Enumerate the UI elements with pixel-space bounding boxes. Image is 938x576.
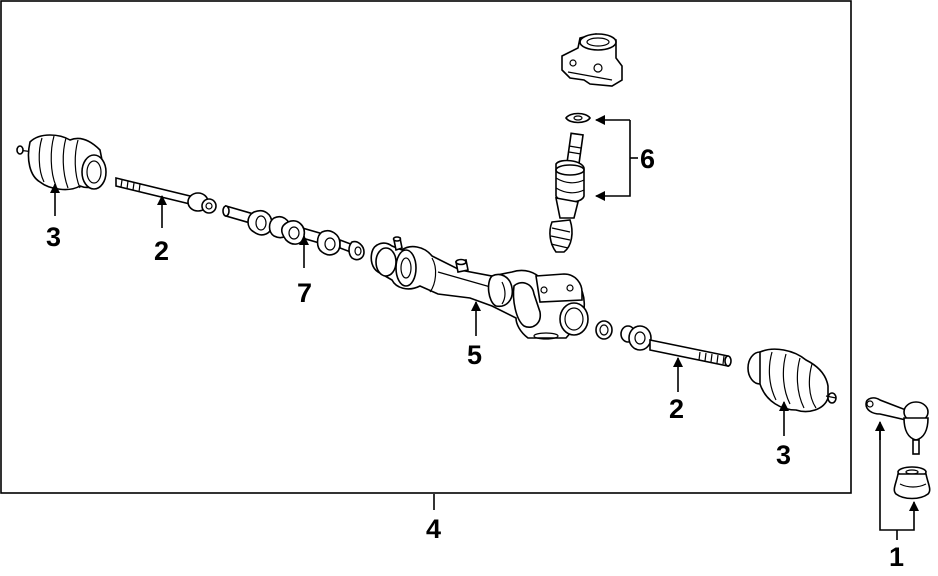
- right-boot: [747, 348, 837, 413]
- leader-lines: [50, 115, 919, 540]
- outer-tie-rod-end: [865, 397, 929, 455]
- pinion-washer: [565, 112, 591, 124]
- rack-bar-and-seals: [222, 204, 365, 261]
- outer-tie-rod-boot: [893, 466, 931, 500]
- assembly-frame: [0, 0, 852, 494]
- callout-1: 1: [889, 542, 904, 572]
- callout-2-right: 2: [669, 394, 684, 424]
- rack-housing: [370, 236, 589, 340]
- callout-4: 4: [426, 514, 441, 544]
- pinion-valve-housing: [561, 33, 623, 87]
- rack-seal-ring: [595, 320, 613, 340]
- callout-6: 6: [640, 144, 655, 174]
- callout-2-left: 2: [154, 236, 169, 266]
- left-inner-tie-rod: [115, 176, 217, 214]
- callout-7: 7: [297, 278, 312, 308]
- pinion-shaft: [549, 132, 585, 253]
- left-boot: [16, 134, 107, 191]
- right-inner-tie-rod: [620, 325, 732, 367]
- callout-3-right: 3: [776, 440, 791, 470]
- callout-3-left: 3: [46, 222, 61, 252]
- callout-5: 5: [467, 340, 482, 370]
